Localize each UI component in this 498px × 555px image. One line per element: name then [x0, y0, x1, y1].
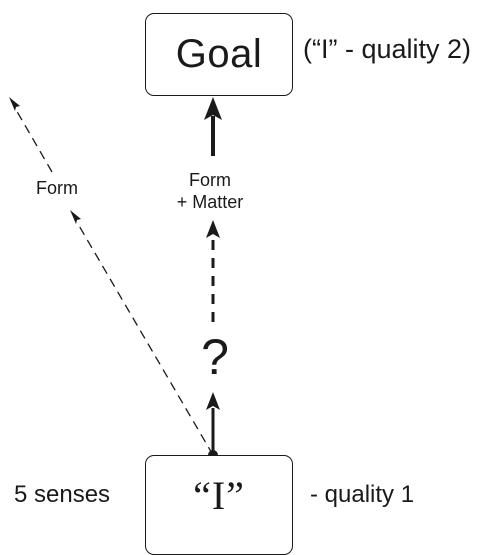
form-matter-line2: + Matter [176, 192, 244, 212]
self-box: “I” [145, 455, 293, 555]
goal-title: Goal [175, 32, 263, 76]
form-matter-line1: Form [189, 170, 231, 190]
form-matter-label: Form + Matter [170, 169, 250, 213]
dashed-arrow-form-upper [14, 107, 53, 173]
dashed-arrow-form-lower-head [70, 210, 81, 224]
dashed-arrow-center-head [206, 220, 220, 238]
dashed-arrow-form-upper-head [9, 97, 20, 111]
diagram-arrows [9, 97, 222, 460]
goal-quality-note: (“I” - quality 2) [303, 34, 472, 64]
self-title: “I” [193, 473, 245, 518]
form-arrow-label: Form [36, 178, 78, 198]
self-quality-note: - quality 1 [310, 481, 415, 508]
solid-arrow-goal-head [204, 97, 222, 120]
diagram-canvas: Goal (“I” - quality 2) Form Form + Matte… [9, 13, 472, 555]
dashed-arrow-form-lower [77, 223, 214, 456]
question-mark: ? [201, 329, 229, 385]
solid-arrow-lower-head [206, 392, 220, 410]
five-senses-label: 5 senses [14, 481, 111, 508]
goal-box: Goal [145, 13, 293, 96]
